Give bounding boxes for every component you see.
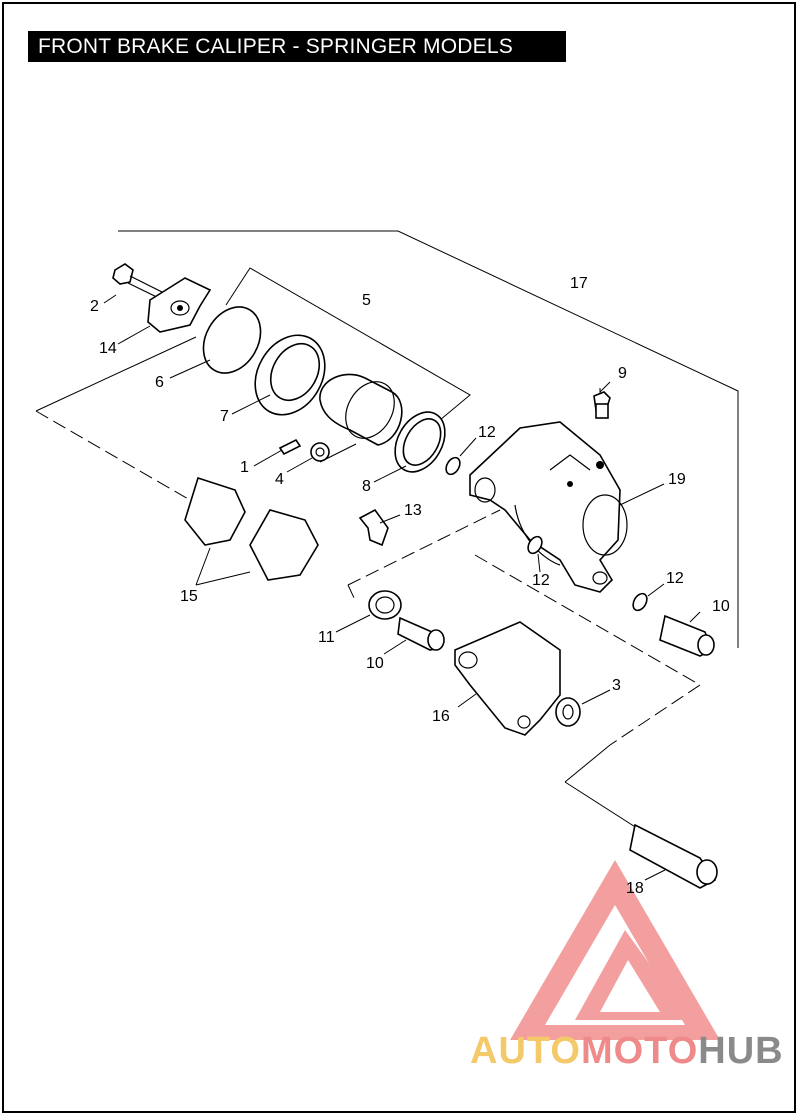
callout-18: 18 xyxy=(626,880,644,897)
callout-3: 3 xyxy=(612,677,621,694)
part-pin-1 xyxy=(278,438,302,456)
callout-8: 8 xyxy=(362,478,371,495)
part-pin-10-right xyxy=(659,614,715,657)
watermark-part-2: MOTO xyxy=(580,1030,699,1072)
callout-19: 19 xyxy=(668,471,686,488)
part-brake-pads-15 xyxy=(184,476,319,581)
callout-12b: 12 xyxy=(532,572,550,589)
callout-15: 15 xyxy=(180,588,198,605)
part-plate-14 xyxy=(147,277,212,333)
callout-14: 14 xyxy=(99,340,117,357)
callout-4: 4 xyxy=(275,471,284,488)
callout-2: 2 xyxy=(90,298,99,315)
part-pin-10-left xyxy=(397,616,445,651)
watermark-part-3: HUB xyxy=(698,1030,784,1072)
callout-13: 13 xyxy=(404,502,422,519)
callout-17: 17 xyxy=(570,275,588,292)
callout-11: 11 xyxy=(318,629,335,646)
callout-12a: 12 xyxy=(478,424,496,441)
part-piston-5 xyxy=(319,373,403,446)
callout-16: 16 xyxy=(432,708,450,725)
part-caliper-body-19 xyxy=(469,421,628,593)
part-bracket-16 xyxy=(454,621,561,736)
part-oring-12b xyxy=(527,535,543,555)
part-washer-3 xyxy=(555,697,581,727)
callout-1: 1 xyxy=(240,459,249,476)
callout-7: 7 xyxy=(220,408,229,425)
part-bushing-4 xyxy=(310,442,330,462)
part-bolt-18 xyxy=(629,823,718,889)
callout-6: 6 xyxy=(155,374,164,391)
callout-10b: 10 xyxy=(366,655,384,672)
callout-10a: 10 xyxy=(712,598,730,615)
watermark-part-1: AUTO xyxy=(470,1030,581,1072)
callout-leaders xyxy=(103,294,701,881)
part-seal-7 xyxy=(254,334,326,416)
watermark-text: AUTOMOTOHUB xyxy=(470,1030,784,1073)
part-clip-13 xyxy=(358,508,389,547)
part-ring-8 xyxy=(394,411,446,473)
callout-9: 9 xyxy=(618,365,627,382)
part-boot-11 xyxy=(368,590,402,620)
part-oring-12c xyxy=(632,592,648,612)
callout-12c: 12 xyxy=(666,570,684,587)
assembly-lines-lower xyxy=(347,509,701,831)
assembly-bracket-17 xyxy=(35,230,739,648)
callout-5: 5 xyxy=(362,292,371,309)
callout-labels: 2 14 6 7 1 4 8 5 17 9 12 19 13 12 12 10 … xyxy=(90,275,730,897)
diagram-title: FRONT BRAKE CALIPER - SPRINGER MODELS xyxy=(28,31,566,62)
part-bleeder-9 xyxy=(593,391,611,419)
part-oring-12a xyxy=(445,456,461,476)
part-retaining-ring-6 xyxy=(202,306,262,374)
watermark-logo-icon xyxy=(510,860,720,1040)
